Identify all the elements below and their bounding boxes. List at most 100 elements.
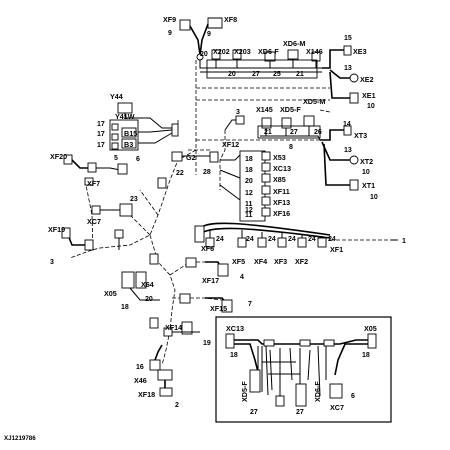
inset-label-XD6F: XD6-F xyxy=(313,381,322,402)
callout-7: 7 xyxy=(248,301,252,308)
label-XC13: XC13 xyxy=(273,164,291,173)
callout-20d: 20 xyxy=(145,296,153,303)
callout-3: 3 xyxy=(236,109,240,116)
callout-12a: 12 xyxy=(245,190,253,197)
callout-27a: 27 xyxy=(252,71,260,78)
top-connectors-group xyxy=(179,17,359,104)
inset-callout-27a: 27 xyxy=(250,409,258,416)
inset-callout-18a: 18 xyxy=(230,352,238,359)
label-XF20: XF20 xyxy=(50,152,67,161)
label-XD5M: XD5-M xyxy=(303,97,325,106)
label-X85: X85 xyxy=(273,175,286,184)
label-XF2: XF2 xyxy=(295,257,308,266)
xf-sensor-row xyxy=(194,222,331,248)
callout-24c: 24 xyxy=(268,236,276,243)
callout-25: 25 xyxy=(273,71,281,78)
label-X53: X53 xyxy=(273,153,286,162)
label-X05: X05 xyxy=(104,289,117,298)
bottom-connectors xyxy=(149,257,233,397)
label-XT2: XT2 xyxy=(360,157,373,166)
label-X46: X46 xyxy=(134,376,147,385)
callout-17a: 17 xyxy=(97,121,105,128)
callout-3b: 3 xyxy=(50,259,54,266)
callout-9a: 9 xyxy=(168,30,172,37)
callout-23: 23 xyxy=(130,196,138,203)
label-XE1: XE1 xyxy=(362,91,376,100)
label-XF15: XF15 xyxy=(210,304,227,313)
callout-27b: 27 xyxy=(290,129,298,136)
callout-24b: 24 xyxy=(246,236,254,243)
inset-label-XC13: XC13 xyxy=(226,324,244,333)
left-middle-connectors xyxy=(63,154,167,217)
callout-26: 26 xyxy=(314,129,322,136)
connector-XF9-body xyxy=(179,19,191,31)
label-XF6: XF6 xyxy=(201,244,214,253)
callout-24e: 24 xyxy=(308,236,316,243)
label-XF4: XF4 xyxy=(254,257,267,266)
callout-4: 4 xyxy=(240,274,244,281)
label-XF16: XF16 xyxy=(273,209,290,218)
label-X146: X146 xyxy=(306,47,323,56)
callout-24a: 24 xyxy=(216,236,224,243)
left-lower-connectors xyxy=(61,227,160,301)
callout-22: 22 xyxy=(176,170,184,177)
callout-13b: 13 xyxy=(344,147,352,154)
label-XF11: XF11 xyxy=(273,187,290,196)
callout-10a: 10 xyxy=(367,103,375,110)
callout-12b: 12 xyxy=(245,207,253,214)
label-Y44: Y44 xyxy=(110,92,123,101)
connector-XF8-body xyxy=(207,17,223,29)
callout-2: 2 xyxy=(175,402,179,409)
inset-label-XC7: XC7 xyxy=(330,403,344,412)
label-XD5F: XD5-F xyxy=(280,105,301,114)
inset-callout-27b: 27 xyxy=(296,409,304,416)
label-XF9: XF9 xyxy=(163,15,176,24)
label-XE2: XE2 xyxy=(360,75,374,84)
callout-8: 8 xyxy=(289,144,293,151)
center-connector-stack xyxy=(171,115,271,222)
callout-20c: 20 xyxy=(245,178,253,185)
label-XT3: XT3 xyxy=(354,131,367,140)
callout-11b: 11 xyxy=(245,212,253,219)
label-XT1: XT1 xyxy=(362,181,375,190)
callout-24f: 24 xyxy=(328,236,336,243)
inset-label-XD5F: XD5-F xyxy=(240,381,249,402)
callout-20b: 20 xyxy=(228,71,236,78)
label-XF1: XF1 xyxy=(330,245,343,254)
figure-id: XJ1219786 xyxy=(4,435,36,442)
main-harness-trunk xyxy=(69,60,331,366)
callout-21a: 21 xyxy=(296,71,304,78)
label-XF19: XF19 xyxy=(48,225,65,234)
label-X202: X202 xyxy=(213,47,230,56)
label-XF5: XF5 xyxy=(232,257,245,266)
connector-labels: XF9 9 XF8 9 20 X202 X203 XD6-F XD6-M X14… xyxy=(4,15,406,442)
label-XF3: XF3 xyxy=(274,257,287,266)
callout-15: 15 xyxy=(344,35,352,42)
callout-19: 19 xyxy=(203,340,211,347)
callout-18a: 18 xyxy=(245,156,253,163)
label-XD6M: XD6-M xyxy=(283,39,305,48)
callout-10b: 10 xyxy=(370,194,378,201)
label-XF14: XF14 xyxy=(165,323,182,332)
label-X145: X145 xyxy=(256,105,273,114)
inset-callout-6: 6 xyxy=(351,393,355,400)
callout-17b: 17 xyxy=(97,131,105,138)
left-upper-connectors xyxy=(109,102,179,151)
inset-callout-18b: 18 xyxy=(362,352,370,359)
callout-16: 16 xyxy=(136,364,144,371)
callout-5: 5 xyxy=(114,155,118,162)
inset-label-X05: X05 xyxy=(364,324,377,333)
callout-20a: 20 xyxy=(200,51,208,58)
inset-detail-box xyxy=(215,316,392,423)
callout-10c: 10 xyxy=(362,169,370,176)
label-B3: B3 xyxy=(124,140,133,149)
label-XF17: XF17 xyxy=(202,276,219,285)
callout-21b: 21 xyxy=(264,129,272,136)
callout-14: 14 xyxy=(343,121,351,128)
callout-6: 6 xyxy=(136,156,140,163)
label-XF7: XF7 xyxy=(87,179,100,188)
callout-17c: 17 xyxy=(97,142,105,149)
callout-9b: 9 xyxy=(207,31,211,38)
label-XF12: XF12 xyxy=(222,140,239,149)
label-XF8: XF8 xyxy=(224,15,237,24)
